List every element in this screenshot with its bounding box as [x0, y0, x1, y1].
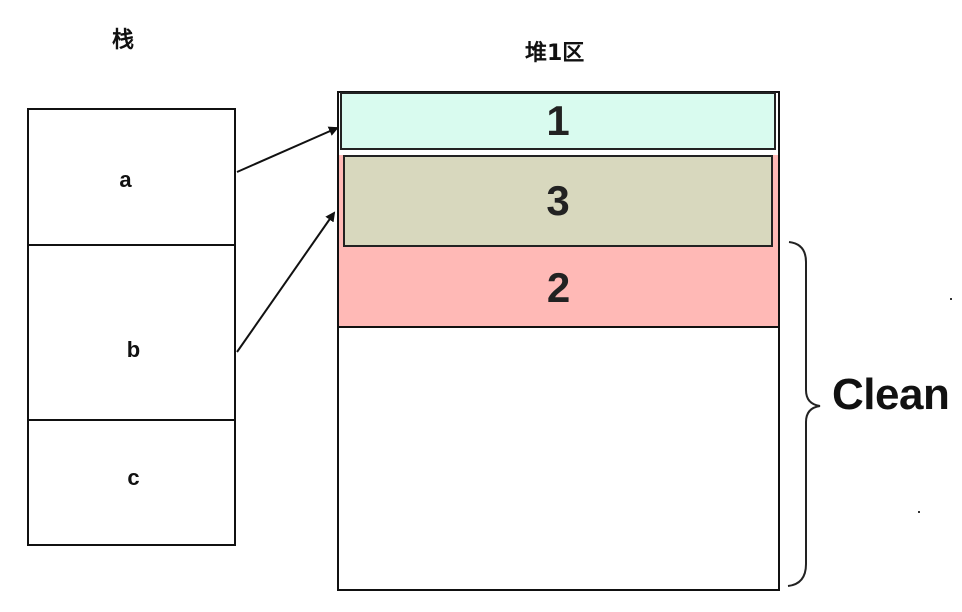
heap-block-2-label: 2 — [546, 264, 571, 311]
arrow-b-to-3 — [236, 211, 336, 353]
arrow-a-to-1 — [236, 126, 339, 173]
stack-title: 栈 — [112, 28, 135, 53]
stack-cell-c-label: c — [127, 464, 140, 490]
stack-cell-b-label: b — [126, 336, 141, 362]
clean-label: Clean — [832, 370, 950, 419]
heap-block-3-label: 3 — [546, 177, 570, 224]
heap-block-1: 1 — [340, 92, 776, 150]
heap-title: 堆1区 — [525, 41, 585, 66]
stray-dot — [950, 298, 952, 300]
curly-brace — [787, 241, 821, 587]
stack-cell-b: b — [29, 246, 234, 421]
heap-block-3: 3 — [343, 155, 773, 247]
stack-cell-a-label: a — [119, 167, 132, 192]
stack-cell-c: c — [29, 421, 234, 544]
stack-cell-a: a — [29, 110, 234, 246]
stray-dot — [918, 511, 920, 513]
stack-box: a b c — [27, 108, 236, 546]
heap-block-1-label: 1 — [546, 97, 570, 144]
